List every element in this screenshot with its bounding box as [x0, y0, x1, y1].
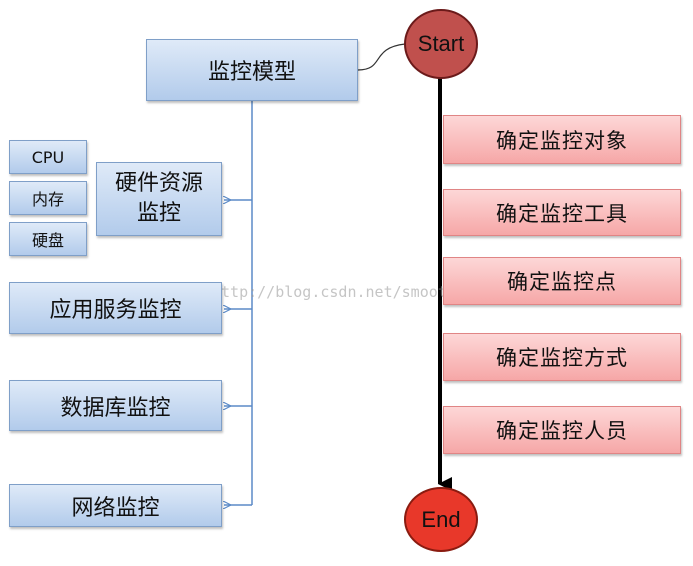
- step-determine-tool: 确定监控工具: [443, 189, 681, 236]
- database-monitor-box: 数据库监控: [9, 380, 222, 431]
- category-label: 网络监控: [71, 495, 160, 521]
- hardware-item-label: CPU: [31, 147, 65, 167]
- step-label: 确定监控点: [507, 270, 617, 294]
- hardware-item-label: 硬盘: [31, 231, 64, 250]
- step-label: 确定监控工具: [496, 201, 628, 226]
- network-monitor-box: 网络监控: [9, 484, 222, 527]
- start-node: Start: [404, 9, 478, 79]
- start-to-model-connector: [357, 43, 406, 71]
- hardware-label-line1: 硬件资源: [114, 171, 203, 196]
- category-label: 应用服务监控: [49, 298, 182, 323]
- hardware-label-line2: 监控: [136, 201, 181, 226]
- monitor-model-label: 监控模型: [207, 60, 296, 85]
- step-label: 确定监控方式: [496, 346, 628, 370]
- hardware-monitor-box: 硬件资源 监控: [96, 162, 222, 236]
- hardware-item-disk: 硬盘: [9, 222, 87, 256]
- app-service-monitor-box: 应用服务监控: [9, 282, 222, 334]
- hardware-item-label: 内存: [31, 190, 64, 209]
- step-determine-object: 确定监控对象: [443, 115, 681, 164]
- end-node: End: [404, 487, 478, 552]
- hardware-item-memory: 内存: [9, 181, 87, 215]
- step-determine-point: 确定监控点: [443, 257, 681, 305]
- hardware-item-cpu: CPU: [9, 140, 87, 174]
- step-label: 确定监控人员: [496, 419, 628, 443]
- category-label: 数据库监控: [60, 395, 171, 421]
- step-determine-method: 确定监控方式: [443, 333, 681, 381]
- monitor-model-box: 监控模型: [146, 39, 358, 101]
- step-label: 确定监控对象: [496, 128, 628, 153]
- end-label: End: [421, 506, 461, 532]
- step-determine-personnel: 确定监控人员: [443, 406, 681, 454]
- start-label: Start: [417, 31, 465, 56]
- watermark-text: http://blog.csdn.net/smooth00: [212, 283, 474, 301]
